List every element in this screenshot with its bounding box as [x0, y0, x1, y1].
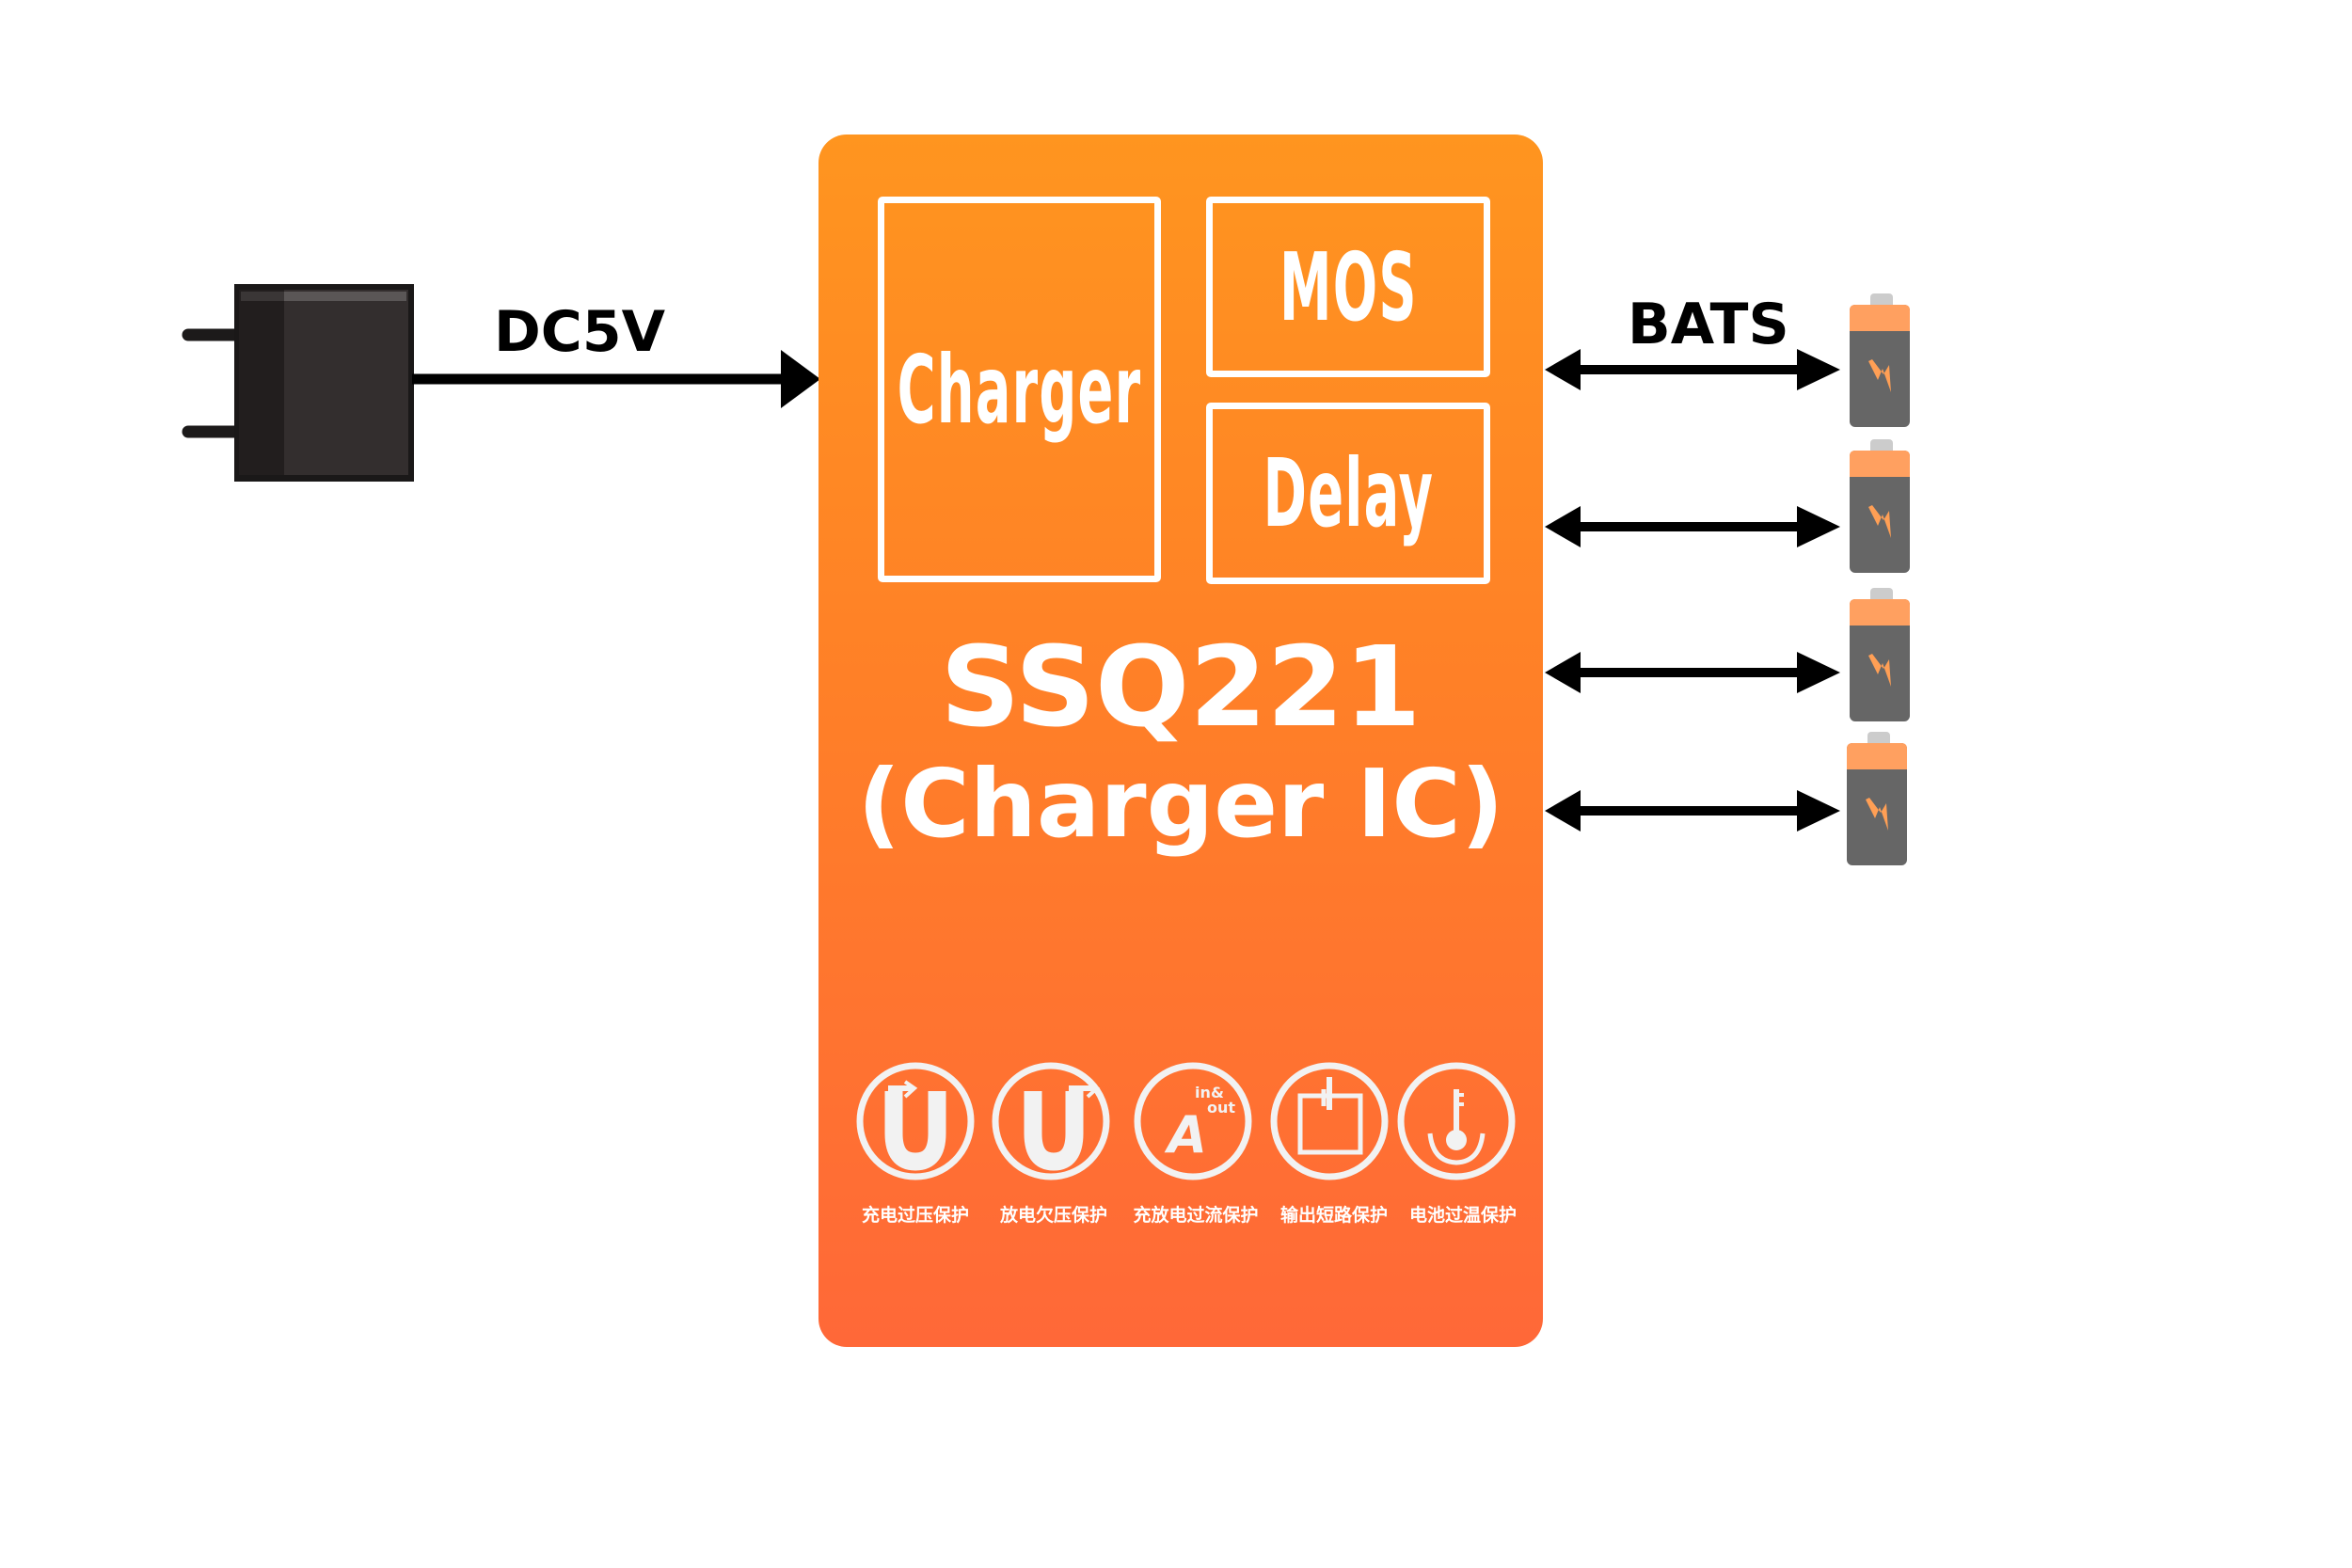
feature-label-overcurrent: 充放电过流保护: [1133, 1205, 1259, 1226]
short-circuit-icon: [1270, 1062, 1389, 1180]
charger-block-label: Charger: [897, 334, 1142, 445]
chip-part-number: SSQ221: [940, 622, 1422, 752]
battery-icon: [1850, 439, 1910, 573]
battery-icon: [1850, 293, 1910, 427]
battery-arrow: [1545, 506, 1840, 547]
mos-block: MOS: [1206, 197, 1490, 377]
undervoltage-u-arrow-icon: [992, 1062, 1110, 1180]
charger-block: Charger: [878, 197, 1161, 582]
mos-block-label: MOS: [1279, 231, 1418, 342]
feature-label-overtemperature: 电池过温保护: [1408, 1205, 1517, 1226]
svg-text:A: A: [1164, 1105, 1207, 1164]
feature-label-short-circuit: 输出短路保护: [1279, 1205, 1388, 1226]
overvoltage-u-arrow-icon: [856, 1062, 975, 1180]
power-adapter-plug-icon: [182, 284, 414, 482]
chip-subtitle: (Charger IC): [857, 749, 1504, 859]
svg-text:in: in: [1195, 1084, 1211, 1101]
dc-input-arrow: [412, 350, 820, 408]
svg-text:&: &: [1211, 1084, 1224, 1101]
battery-arrow: [1545, 790, 1840, 832]
battery-icon: [1847, 732, 1907, 865]
svg-text:out: out: [1207, 1099, 1235, 1117]
battery-icon: [1850, 588, 1910, 721]
thermometer-icon: [1397, 1062, 1516, 1180]
feature-label-discharge-undervoltage: 放电欠压保护: [999, 1205, 1107, 1226]
feature-label-charge-overvoltage: 充电过压保护: [861, 1205, 969, 1226]
delay-block: Delay: [1206, 403, 1490, 584]
battery-arrow: [1545, 349, 1840, 390]
battery-connections: [1545, 293, 1910, 865]
dc-input-label: DC5V: [494, 299, 666, 365]
battery-output-label: BATS: [1628, 292, 1789, 357]
battery-arrow: [1545, 652, 1840, 693]
delay-block-label: Delay: [1263, 438, 1434, 548]
overcurrent-a-in-out-icon: A in & out: [1134, 1062, 1252, 1180]
